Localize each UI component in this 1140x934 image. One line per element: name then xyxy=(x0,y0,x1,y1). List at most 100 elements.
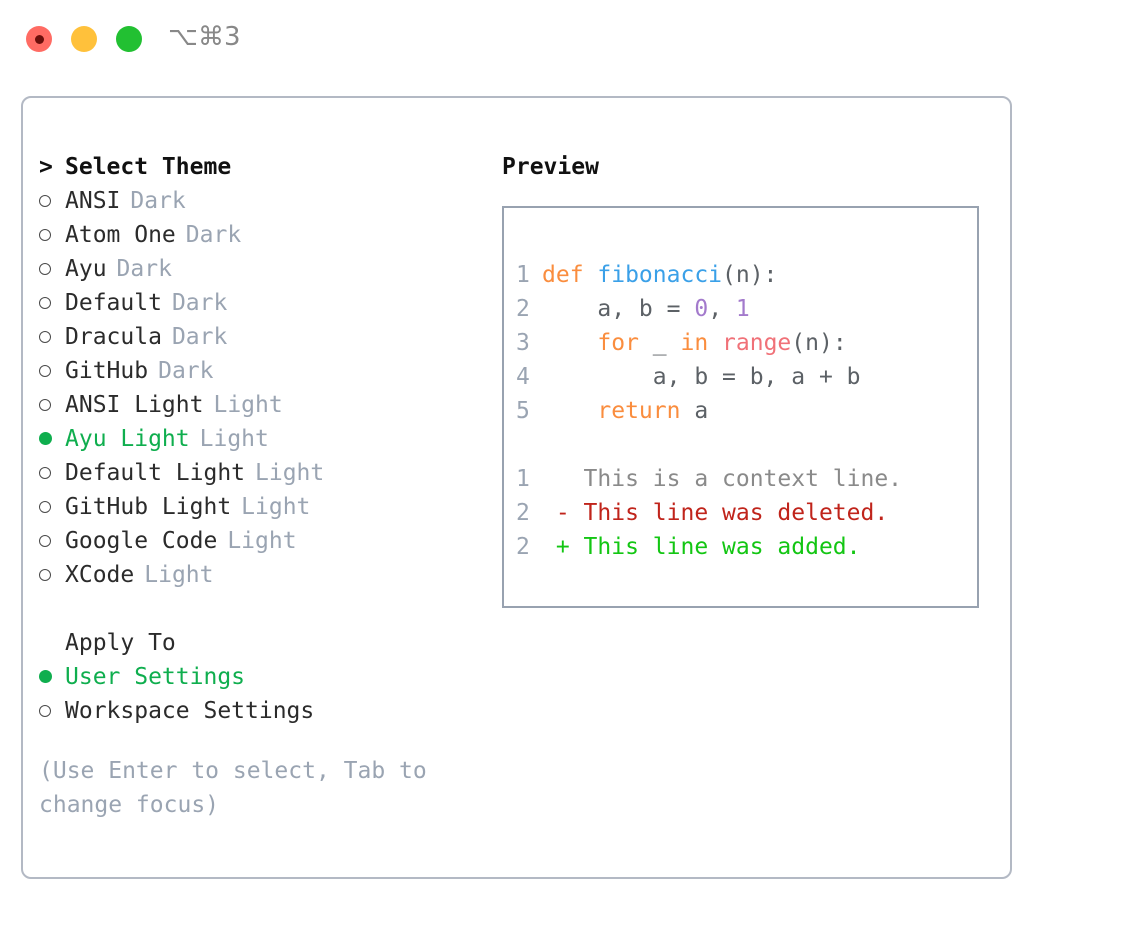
radio-unselected-icon xyxy=(39,456,65,490)
code-token-pln: a, b = b, a + b xyxy=(542,364,861,390)
radio-empty-icon xyxy=(39,500,51,513)
minimize-dot[interactable] xyxy=(71,26,97,52)
code-line-number: 3 xyxy=(516,330,530,356)
apply-to-item-label: Workspace Settings xyxy=(65,698,315,724)
theme-name-label: ANSI xyxy=(65,188,121,214)
code-token-pln: a xyxy=(680,398,709,424)
theme-name-label: Default Light xyxy=(65,460,246,486)
theme-variant-label: Light xyxy=(213,392,283,418)
radio-empty-icon xyxy=(39,296,51,309)
theme-variant-label: Light xyxy=(255,460,325,486)
code-token-kw: return xyxy=(597,398,681,424)
radio-unselected-icon xyxy=(39,524,65,558)
code-token-punc: (n): xyxy=(722,262,778,288)
code-token-num: 0 xyxy=(694,296,709,322)
close-dot[interactable] xyxy=(26,26,52,52)
code-blank-separator xyxy=(516,428,973,462)
code-token-kw: in xyxy=(680,330,709,356)
code-line-number: 1 xyxy=(516,262,530,288)
diff-line-text: + This line was added. xyxy=(542,534,861,560)
keyboard-shortcut-label: ⌥⌘3 xyxy=(168,22,241,52)
maximize-dot[interactable] xyxy=(116,26,142,52)
apply-to-item-label: User Settings xyxy=(65,664,246,690)
diff-line: 2 - This line was deleted. xyxy=(516,496,973,530)
code-line-text: a, b = b, a + b xyxy=(542,360,861,394)
radio-empty-icon xyxy=(39,398,51,411)
radio-empty-icon xyxy=(39,262,51,275)
diff-sample: 1 This is a context line.2 - This line w… xyxy=(516,462,973,564)
radio-empty-icon xyxy=(39,466,51,479)
theme-list-item[interactable]: Default Dark xyxy=(39,286,479,320)
radio-unselected-icon xyxy=(39,490,65,524)
code-line-text: for _ in range(n): xyxy=(542,326,846,360)
radio-unselected-icon xyxy=(39,218,65,252)
diff-line-number: 1 xyxy=(516,466,530,492)
code-token-fn: fibonacci xyxy=(597,262,723,288)
radio-filled-icon xyxy=(39,432,52,445)
theme-list-item[interactable]: Default Light Light xyxy=(39,456,479,490)
radio-filled-icon xyxy=(39,670,52,683)
theme-variant-label: Dark xyxy=(130,188,186,214)
title-bar: ⌥⌘3 xyxy=(0,0,1140,80)
help-text: (Use Enter to select, Tab to change focu… xyxy=(39,758,427,818)
preview-title: Preview xyxy=(502,154,599,180)
theme-name-label: GitHub Light xyxy=(65,494,232,520)
radio-unselected-icon xyxy=(39,354,65,388)
code-line: 2 a, b = 0, 1 xyxy=(516,292,973,326)
theme-variant-label: Dark xyxy=(171,290,228,316)
select-theme-header-label: Select Theme xyxy=(65,154,232,180)
radio-unselected-icon xyxy=(39,286,65,320)
theme-list-item[interactable]: ANSI Dark xyxy=(39,184,479,218)
theme-name-label: Ayu Light xyxy=(65,426,190,452)
radio-selected-icon xyxy=(39,660,65,694)
theme-variant-label: Light xyxy=(227,528,297,554)
radio-empty-icon xyxy=(39,330,51,343)
radio-unselected-icon xyxy=(39,320,65,354)
theme-variant-label: Light xyxy=(144,562,214,588)
radio-unselected-icon xyxy=(39,694,65,728)
code-line-text: def fibonacci(n): xyxy=(542,258,777,292)
diff-line: 1 This is a context line. xyxy=(516,462,973,496)
radio-selected-icon xyxy=(39,422,65,456)
diff-line-text: This is a context line. xyxy=(542,466,903,492)
code-token-num: 1 xyxy=(735,296,750,322)
theme-variant-label: Dark xyxy=(158,358,214,384)
code-line: 5 return a xyxy=(516,394,973,428)
radio-empty-icon xyxy=(39,228,51,241)
code-line-text: return a xyxy=(542,394,708,428)
pane-spacer xyxy=(39,592,479,626)
apply-to-item[interactable]: Workspace Settings xyxy=(39,694,479,728)
code-token-kw: def xyxy=(542,262,598,288)
code-token-pln xyxy=(708,330,722,356)
code-line: 1 def fibonacci(n): xyxy=(516,258,973,292)
theme-name-label: Default xyxy=(65,290,162,316)
code-line-number: 2 xyxy=(516,296,530,322)
diff-line: 2 + This line was added. xyxy=(516,530,973,564)
apply-to-item[interactable]: User Settings xyxy=(39,660,479,694)
theme-name-label: ANSI Light xyxy=(65,392,204,418)
theme-variant-label: Light xyxy=(241,494,311,520)
code-token-pln xyxy=(542,330,597,356)
radio-empty-icon xyxy=(39,534,51,547)
theme-list-item[interactable]: ANSI Light Light xyxy=(39,388,479,422)
code-token-call: range xyxy=(722,330,792,356)
code-token-pln: , xyxy=(708,296,736,322)
theme-list-item[interactable]: GitHub Light Light xyxy=(39,490,479,524)
theme-variant-label: Dark xyxy=(116,256,172,282)
radio-unselected-icon xyxy=(39,184,65,218)
